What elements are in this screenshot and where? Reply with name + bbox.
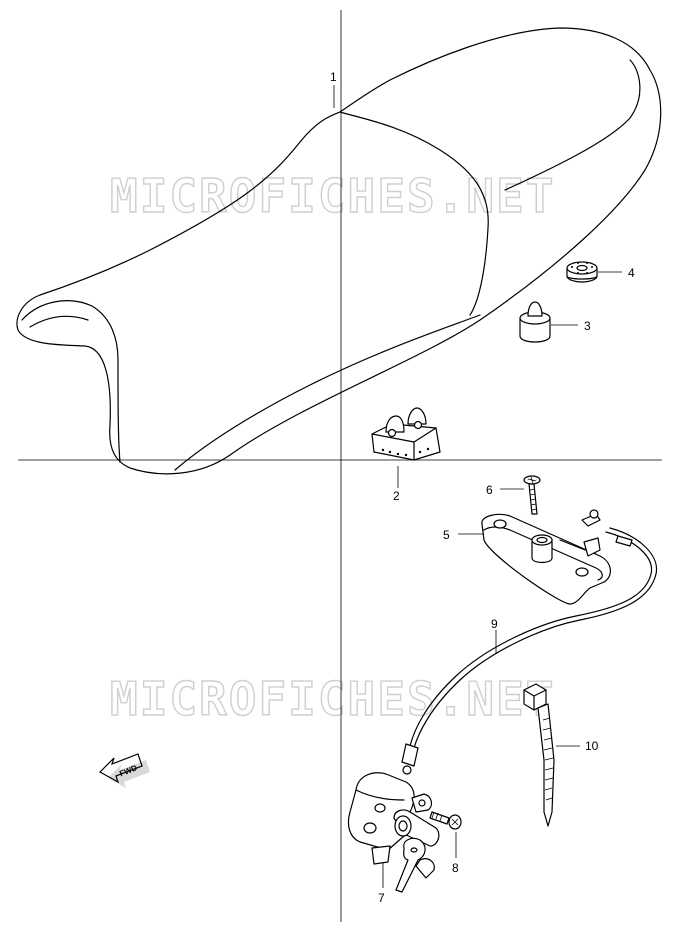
- callout-9: 9: [491, 617, 498, 631]
- callout-7: 7: [378, 891, 385, 905]
- callout-1: 1: [330, 70, 337, 84]
- lock-base-part[interactable]: [481, 509, 611, 605]
- seat-part[interactable]: [16, 27, 662, 475]
- grommet-part[interactable]: [566, 261, 598, 283]
- cable-part[interactable]: [401, 527, 658, 775]
- callout-4: 4: [628, 266, 635, 280]
- callout-6: 6: [486, 483, 493, 497]
- fwd-arrow-icon: FWD: [99, 753, 150, 788]
- lock-assembly-part[interactable]: [347, 772, 440, 893]
- screw-part[interactable]: [523, 475, 541, 515]
- callout-2: 2: [393, 489, 400, 503]
- callout-5: 5: [443, 528, 450, 542]
- bumper-double-part[interactable]: [371, 407, 441, 461]
- cushion-part[interactable]: [519, 301, 551, 343]
- lock-screw-part[interactable]: [429, 811, 462, 830]
- callout-8: 8: [452, 861, 459, 875]
- callout-3: 3: [584, 319, 591, 333]
- watermark-top: MICROFICHES.NET: [110, 169, 555, 223]
- callout-10: 10: [585, 739, 599, 753]
- cable-tie-part[interactable]: [523, 683, 555, 827]
- watermark-bottom: MICROFICHES.NET: [110, 672, 555, 726]
